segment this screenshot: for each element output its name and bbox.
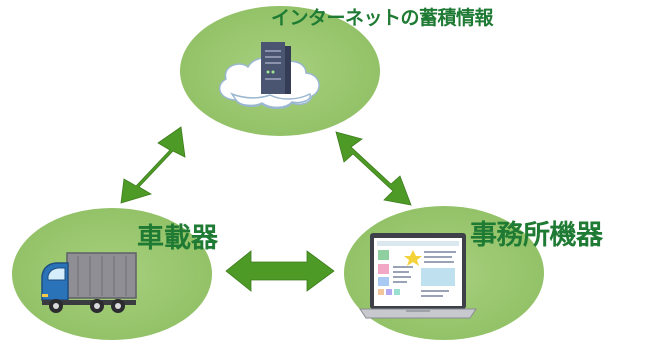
- node-vehicle-label: 車載器: [137, 223, 218, 254]
- truck-icon: [41, 252, 137, 313]
- node-office-label: 事務所機器: [470, 220, 603, 251]
- arrow-vehicle-internet: [120, 126, 186, 204]
- cloud-server-icon: [218, 42, 320, 110]
- node-internet-label: インターネットの蓄積情報: [271, 7, 494, 29]
- arrow-vehicle-office: [225, 250, 335, 292]
- laptop-icon: [359, 233, 477, 319]
- server-icon: [261, 42, 291, 94]
- arrow-internet-office: [335, 131, 412, 206]
